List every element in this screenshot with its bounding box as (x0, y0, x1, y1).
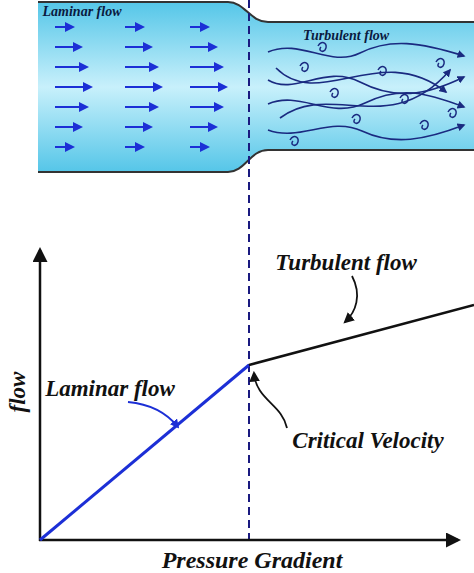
flow-arrow (125, 146, 143, 148)
curve-label: Turbulent flow (275, 251, 417, 274)
flow-arrow (190, 46, 216, 48)
flow-arrow (190, 106, 222, 108)
laminar-arrows (55, 27, 226, 147)
eddy-curl (448, 109, 456, 118)
flow-arrow (125, 126, 151, 128)
flow-arrow (55, 46, 81, 48)
flow-arrow (190, 126, 216, 128)
pipe-wall (38, 150, 474, 172)
flow-arrow (190, 66, 222, 68)
pipe-wall (38, 2, 474, 22)
y-axis (39, 250, 42, 541)
x-axis (39, 539, 458, 542)
flow-arrow (125, 86, 161, 88)
leader-arrow (128, 402, 178, 427)
eddy-curl (378, 67, 386, 76)
curve-label: Laminar flow (45, 377, 175, 400)
turbulent-curve (249, 305, 474, 365)
turbulent-streams (268, 43, 464, 139)
axis-title: Pressure Gradient (162, 548, 343, 572)
leader-arrow (345, 276, 357, 322)
point-label: Critical Velocity (292, 429, 443, 452)
eddy-curl (290, 137, 298, 146)
eddy-curl (300, 63, 308, 72)
eddy-curl (420, 121, 428, 130)
region-label: Turbulent flow (303, 29, 389, 43)
flow-arrow (190, 146, 208, 148)
eddy-curl (318, 43, 326, 52)
eddy-curl (330, 89, 338, 98)
flow-arrow (55, 146, 73, 148)
eddy-curl (352, 115, 360, 124)
flow-arrow (55, 66, 87, 68)
eddy-stream (280, 70, 450, 118)
flow-arrow (55, 106, 87, 108)
eddy-stream (268, 43, 464, 57)
flow-arrow (55, 126, 81, 128)
critical-divider (248, 0, 250, 540)
flow-arrow (190, 86, 226, 88)
eddy-curl (436, 59, 444, 68)
region-label: Laminar flow (43, 5, 122, 19)
flow-arrow (55, 26, 73, 28)
flow-arrow (125, 106, 157, 108)
flow-arrow (125, 26, 143, 28)
flow-arrow (125, 66, 157, 68)
pipe-body (38, 2, 474, 172)
eddy-curls (290, 43, 456, 146)
laminar-curve (40, 365, 249, 540)
axis-title: flow (6, 372, 29, 413)
flow-arrow (190, 26, 208, 28)
eddy-curl (400, 95, 408, 104)
flow-arrow (125, 46, 151, 48)
flow-arrow (55, 86, 91, 88)
eddy-stream (276, 68, 446, 92)
leader-arrow (254, 373, 287, 428)
